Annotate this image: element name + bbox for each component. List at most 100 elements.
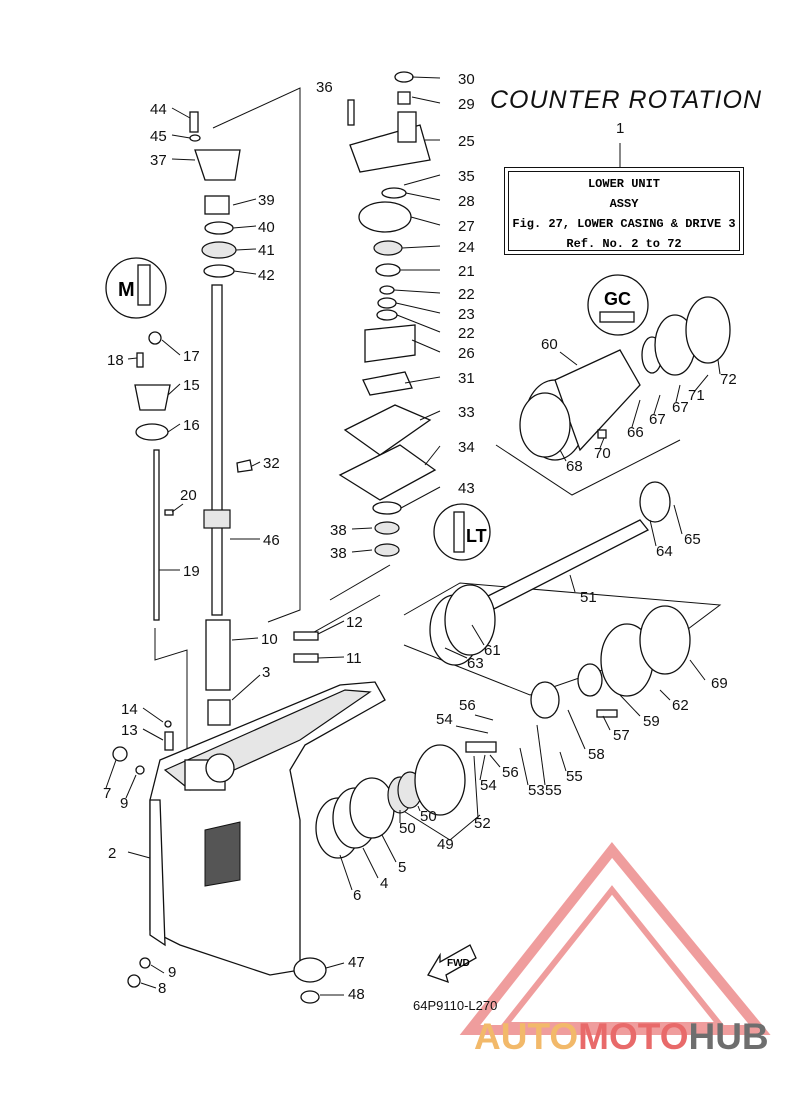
callout-60: 60 [541, 336, 558, 353]
callout-leader [142, 728, 164, 741]
callout-68: 68 [566, 458, 583, 475]
title-line-1: LOWER UNIT [587, 177, 660, 191]
callout-36: 36 [316, 79, 333, 96]
guide-lines [154, 87, 722, 841]
callout-56: 56 [502, 764, 519, 781]
callout-leader [559, 751, 567, 772]
watermark-text: AUTOMOTOHUB [474, 1016, 769, 1058]
callout-23: 23 [458, 306, 475, 323]
callout-54: 54 [436, 711, 453, 728]
callout-25: 25 [458, 133, 475, 150]
callout-leader [479, 754, 486, 781]
callout-3: 3 [262, 664, 270, 681]
callout-leader [536, 724, 546, 786]
callout-leader [127, 851, 151, 859]
callout-55: 55 [566, 768, 583, 785]
drawing-code: 64P9110-L270 [413, 998, 498, 1013]
callout-leader [405, 192, 441, 201]
callout-71: 71 [688, 387, 705, 404]
icon-lt: LT [433, 503, 491, 561]
title-line-4: Ref. No. 2 to 72 [566, 237, 682, 251]
callout-20: 20 [180, 487, 197, 504]
callout-leader [404, 376, 441, 384]
callout-49: 49 [437, 836, 454, 853]
callout-leader [619, 694, 641, 717]
callout-leader [471, 624, 485, 646]
callout-leader [569, 574, 576, 593]
callout-16: 16 [183, 417, 200, 434]
callout-leader [489, 754, 501, 768]
callout-leader [410, 216, 441, 226]
callout-22: 22 [458, 325, 475, 342]
callout-63: 63 [467, 655, 484, 672]
callout-leader [140, 982, 157, 989]
callout-35: 35 [458, 168, 475, 185]
callout-38: 38 [330, 522, 347, 539]
callout-leader [393, 289, 441, 294]
callout-leader [559, 351, 578, 366]
callout-leader [400, 486, 441, 509]
water-pump [338, 71, 437, 557]
callout-leader [419, 410, 441, 421]
callout-28: 28 [458, 193, 475, 210]
callout-58: 58 [588, 746, 605, 763]
callout-leader [417, 805, 421, 812]
callout-64: 64 [656, 543, 673, 560]
callout-leader [171, 158, 196, 161]
callout-leader [362, 847, 379, 879]
callout-leader [411, 96, 441, 104]
callout-44: 44 [150, 101, 167, 118]
callout-leader [455, 725, 489, 734]
callout-52: 52 [474, 815, 491, 832]
icon-gc: GC [587, 274, 649, 336]
callout-leader [599, 437, 605, 449]
callout-leader [235, 248, 257, 251]
callout-leader [631, 399, 641, 428]
callout-57: 57 [613, 727, 630, 744]
reverse-gear-housing [519, 296, 731, 461]
callout-29: 29 [458, 96, 475, 113]
callout-leader [351, 527, 373, 530]
callout-leader [325, 962, 345, 969]
callout-leader [150, 964, 165, 974]
callout-leader [659, 689, 671, 701]
callout-leader [105, 759, 117, 789]
callout-leader [317, 656, 345, 659]
pinion [293, 957, 327, 1004]
callout-leader [411, 339, 441, 353]
drive-shaft [194, 149, 241, 726]
callout-37: 37 [150, 152, 167, 169]
callout-50: 50 [399, 820, 416, 837]
svg-text:M: M [118, 279, 135, 301]
callout-leader [317, 620, 345, 635]
callout-17: 17 [183, 348, 200, 365]
callout-leader [232, 225, 257, 229]
callout-53: 53 [528, 782, 545, 799]
callout-54: 54 [480, 777, 497, 794]
fwd-label: FWD [447, 958, 470, 969]
callout-56: 56 [459, 697, 476, 714]
callout-leader [403, 174, 441, 186]
callout-leader [474, 714, 494, 721]
svg-text:LT: LT [466, 526, 487, 546]
callout-27: 27 [458, 218, 475, 235]
callout-leader [351, 549, 373, 553]
shift-rod [134, 331, 174, 621]
callout-leader [675, 384, 681, 403]
callout-66: 66 [627, 424, 644, 441]
callout-14: 14 [121, 701, 138, 718]
callout-leader [653, 394, 661, 415]
lower-casing [149, 681, 386, 976]
callout-leader [127, 357, 138, 360]
callout-47: 47 [348, 954, 365, 971]
callout-leader [171, 134, 191, 139]
watermark-auto: AUTO [474, 1016, 579, 1057]
callout-72: 72 [720, 371, 737, 388]
callout-45: 45 [150, 128, 167, 145]
callout-leader [424, 445, 441, 466]
callout-11: 11 [346, 650, 362, 667]
callout-55: 55 [545, 782, 562, 799]
callout-18: 18 [107, 352, 124, 369]
callout-leader [125, 774, 137, 799]
